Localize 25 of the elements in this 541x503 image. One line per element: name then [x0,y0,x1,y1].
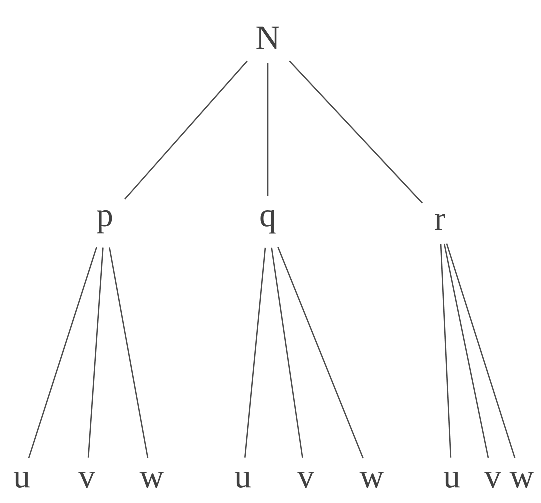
tree-node-letter: w [140,472,164,488]
tree-branch-line [88,248,104,458]
tree-branch-line [124,60,248,200]
tree-node-letter: v [298,472,314,488]
tree-node-letter: w [510,472,534,488]
tree-branch-line [271,248,304,458]
tree-branch-line [440,244,452,458]
tree-node-letter: N [256,26,280,50]
tree-branch-line [446,244,516,458]
tree-branch-line [278,247,364,459]
tree-node-letter: p [97,210,112,234]
tree-branch-line [267,63,269,196]
tree-branch-line [244,248,266,458]
tree-branch-line [28,247,98,458]
tree-node-letter: v [484,472,502,488]
tree-node-letter: q [260,210,276,234]
tree-branch-line [444,244,490,458]
tree-node-letter: u [234,472,251,488]
tree-branch-line [289,60,424,204]
tree-node-letter: u [444,472,460,488]
tree-branch-line [109,248,149,458]
tree-node-letter: u [14,472,30,488]
tree-node-letter: r [435,214,446,230]
tree-node-letter: w [360,472,384,488]
tree-node-letter: v [78,472,96,488]
